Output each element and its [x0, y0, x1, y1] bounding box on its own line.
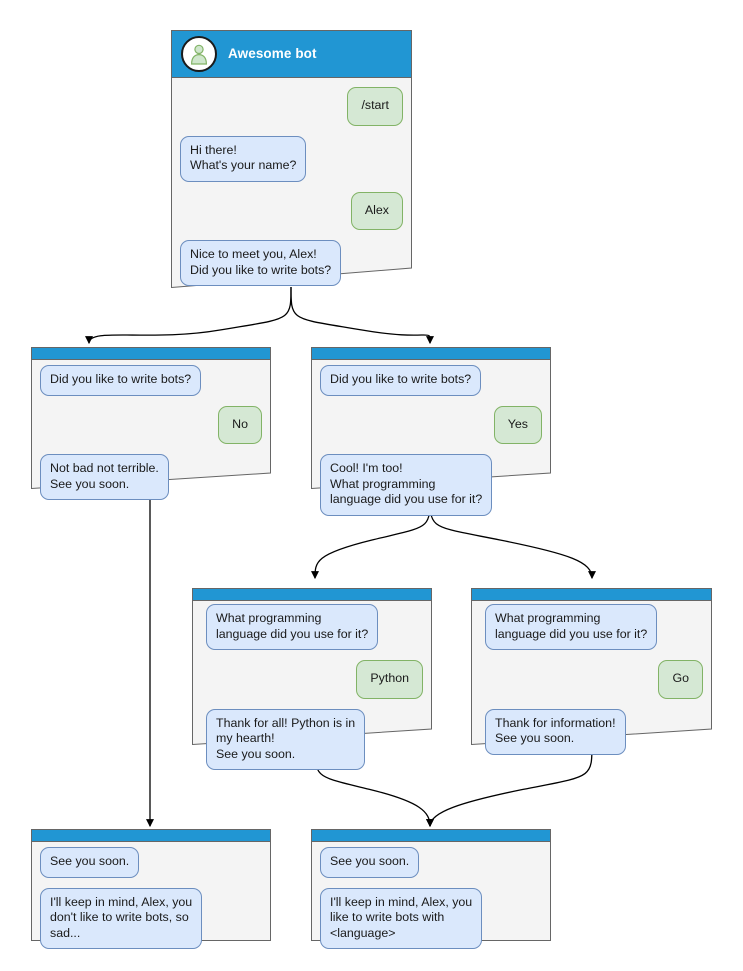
message-row: Did you like to write bots?: [320, 365, 542, 396]
message-row: I'll keep in mind, Alex, you don't like …: [40, 887, 262, 949]
message-row: See you soon.: [320, 847, 542, 878]
card-root-title: Awesome bot: [228, 46, 317, 61]
card-end-sad-body: See you soon. I'll keep in mind, Alex, y…: [31, 841, 271, 957]
card-end-happy-header: [311, 829, 551, 841]
card-yes-branch-header: [311, 347, 551, 359]
bot-message-bubble: Cool! I'm too! What programming language…: [320, 454, 493, 516]
card-python-branch-body: What programming language did you use fo…: [192, 600, 432, 778]
message-row: I'll keep in mind, Alex, you like to wri…: [320, 887, 542, 949]
message-row: What programming language did you use fo…: [485, 604, 703, 650]
message-row: See you soon.: [40, 847, 262, 878]
message-row: Hi there! What's your name?: [180, 135, 403, 182]
bot-message-bubble: Not bad not terrible. See you soon.: [40, 454, 169, 500]
bot-message-bubble: What programming language did you use fo…: [206, 604, 379, 650]
message-row: /start: [180, 87, 403, 126]
bot-message-bubble: Hi there! What's your name?: [180, 135, 307, 182]
message-row: Yes: [320, 405, 542, 444]
card-go-branch-header: [471, 588, 712, 600]
user-message-bubble: Go: [658, 660, 703, 699]
edge-root-to-no: [84, 286, 292, 345]
card-end-sad-header: [31, 829, 271, 841]
card-no-branch-body: Did you like to write bots? No Not bad n…: [31, 359, 271, 508]
card-end-happy-body: See you soon. I'll keep in mind, Alex, y…: [311, 841, 551, 957]
card-python-branch[interactable]: What programming language did you use fo…: [192, 588, 432, 770]
card-root-body: /start Hi there! What's your name? Alex …: [171, 77, 412, 294]
bot-message-bubble: See you soon.: [40, 847, 140, 878]
bot-message-bubble: Did you like to write bots?: [320, 365, 482, 396]
message-row: Thank for information! See you soon.: [485, 708, 703, 755]
card-root[interactable]: Awesome bot /start Hi there! What's your…: [171, 30, 412, 288]
message-row: Did you like to write bots?: [40, 365, 262, 396]
bot-message-bubble: Nice to meet you, Alex! Did you like to …: [180, 240, 342, 286]
card-end-sad[interactable]: See you soon. I'll keep in mind, Alex, y…: [31, 829, 271, 949]
card-root-header: Awesome bot: [171, 30, 412, 77]
message-row: Cool! I'm too! What programming language…: [320, 454, 542, 516]
message-row: No: [40, 405, 262, 444]
card-no-branch-header: [31, 347, 271, 359]
card-no-branch[interactable]: Did you like to write bots? No Not bad n…: [31, 347, 271, 500]
card-go-branch[interactable]: What programming language did you use fo…: [471, 588, 712, 755]
user-message-bubble: Yes: [493, 405, 542, 444]
bot-message-bubble: See you soon.: [320, 847, 420, 878]
message-row: Go: [485, 660, 703, 699]
card-end-happy[interactable]: See you soon. I'll keep in mind, Alex, y…: [311, 829, 551, 949]
message-row: Nice to meet you, Alex! Did you like to …: [180, 240, 403, 286]
bot-message-bubble: I'll keep in mind, Alex, you like to wri…: [320, 887, 483, 949]
card-yes-branch-body: Did you like to write bots? Yes Cool! I'…: [311, 359, 551, 524]
bot-message-bubble: Did you like to write bots?: [40, 365, 202, 396]
message-row: Alex: [180, 191, 403, 230]
bot-message-bubble: What programming language did you use fo…: [485, 604, 658, 650]
message-row: Not bad not terrible. See you soon.: [40, 454, 262, 500]
message-row: What programming language did you use fo…: [206, 604, 423, 650]
card-python-branch-header: [192, 588, 432, 600]
user-message-bubble: /start: [347, 87, 403, 126]
user-message-bubble: Python: [356, 660, 423, 699]
bot-message-bubble: I'll keep in mind, Alex, you don't like …: [40, 887, 203, 949]
user-message-bubble: No: [218, 405, 262, 444]
message-row: Python: [206, 660, 423, 699]
message-row: Thank for all! Python is in my hearth! S…: [206, 708, 423, 770]
edge-root-to-yes: [290, 286, 435, 345]
card-go-branch-body: What programming language did you use fo…: [471, 600, 712, 763]
card-yes-branch[interactable]: Did you like to write bots? Yes Cool! I'…: [311, 347, 551, 516]
bot-message-bubble: Thank for all! Python is in my hearth! S…: [206, 708, 366, 770]
user-message-bubble: Alex: [350, 191, 403, 230]
bot-message-bubble: Thank for information! See you soon.: [485, 708, 626, 755]
person-avatar-icon: [181, 35, 217, 72]
